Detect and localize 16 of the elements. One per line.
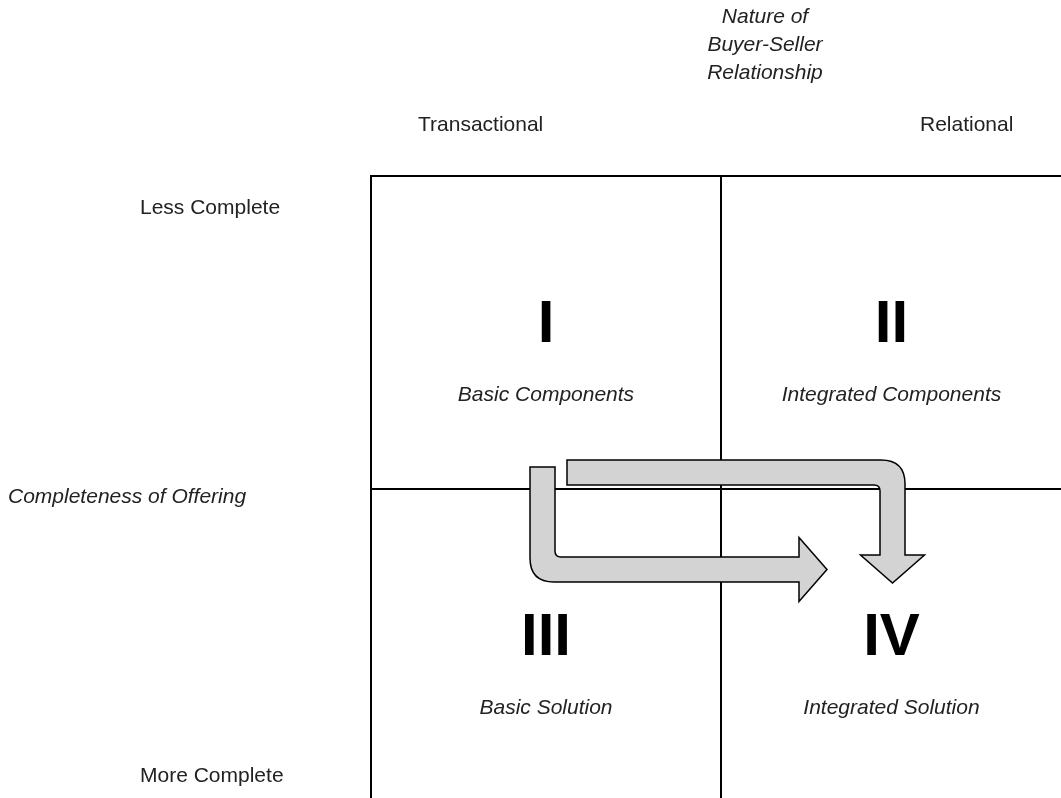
column-label: Transactional xyxy=(418,111,544,137)
quadrant-title: Basic Components xyxy=(457,382,635,406)
quadrant-title: Integrated Components xyxy=(781,382,1002,406)
quadrant-numeral: IV xyxy=(863,605,920,665)
axis-title: Completeness of Offering xyxy=(8,483,247,509)
quadrant-numeral: I xyxy=(537,292,555,352)
quadrant-numeral: III xyxy=(521,605,571,665)
block-arrow xyxy=(529,466,828,603)
quadrant-title: Basic Solution xyxy=(479,695,613,719)
quadrant-title: Integrated Solution xyxy=(803,695,980,719)
axis-title: Nature of Buyer-Seller Relationship xyxy=(706,3,824,85)
column-label: Relational xyxy=(920,111,1014,137)
block-arrow xyxy=(566,459,926,584)
quadrant-numeral: II xyxy=(874,292,909,352)
row-label: Less Complete xyxy=(140,194,281,220)
row-label: More Complete xyxy=(140,762,284,788)
